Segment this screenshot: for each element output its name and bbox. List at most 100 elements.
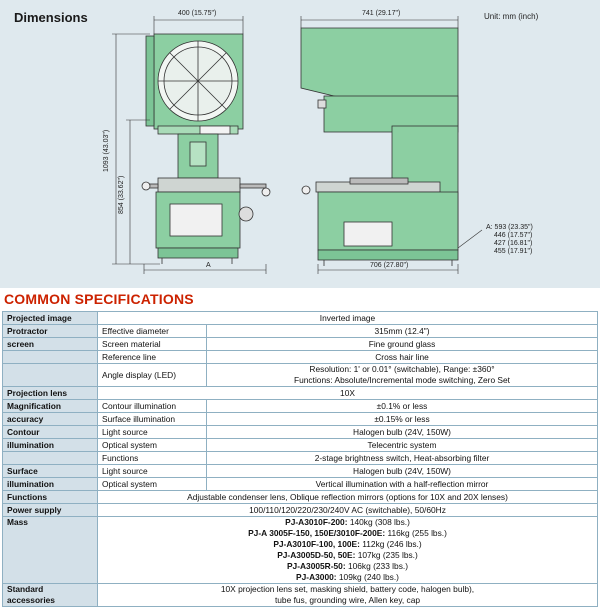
spec-value: Resolution: 1' or 0.01° (switchable), Ra… bbox=[206, 363, 598, 387]
dimension-drawing bbox=[112, 16, 483, 274]
mass-model: PJ-A3000: bbox=[296, 572, 337, 582]
mass-model: PJ-A3010F-100, 100E: bbox=[273, 539, 360, 549]
spec-value-line: Resolution: 1' or 0.01° (switchable), Ra… bbox=[309, 364, 495, 374]
spec-value: Adjustable condenser lens, Oblique refle… bbox=[97, 490, 598, 504]
mass-weight: 116kg (255 lbs.) bbox=[385, 528, 447, 538]
mass-weight: 106kg (233 lbs.) bbox=[345, 561, 409, 571]
spec-value-line: Functions: Absolute/Incremental mode swi… bbox=[294, 375, 510, 385]
spec-value: ±0.1% or less bbox=[206, 399, 598, 413]
mass-line: PJ-A3005R-50: 106kg (233 lbs.) bbox=[102, 561, 593, 572]
spec-category: illumination bbox=[2, 477, 98, 491]
spec-value: Halogen bulb (24V, 150W) bbox=[206, 464, 598, 478]
spec-subcategory: Effective diameter bbox=[97, 324, 207, 338]
front-view-drawing bbox=[141, 33, 271, 264]
a-value-2: 446 (17.57") bbox=[494, 232, 533, 239]
spec-category: illumination bbox=[2, 438, 98, 452]
side-width-label: 741 (29.17") bbox=[362, 10, 401, 17]
mass-model: PJ-A3005D-50, 50E: bbox=[277, 550, 356, 560]
accessories-line: 10X projection lens set, masking shield,… bbox=[220, 584, 475, 594]
spec-category bbox=[2, 350, 98, 364]
spec-value: 10X bbox=[97, 386, 598, 400]
mass-weight: 107kg (235 lbs.) bbox=[355, 550, 418, 560]
spec-subcategory: Contour illumination bbox=[97, 399, 207, 413]
spec-subcategory: Angle display (LED) bbox=[97, 363, 207, 387]
a-value-3: 427 (16.81") bbox=[494, 240, 533, 247]
mass-values: PJ-A3010F-200: 140kg (308 lbs.)PJ-A 3005… bbox=[97, 516, 598, 584]
base-a-label: A bbox=[206, 262, 211, 269]
front-width-label: 400 (15.75") bbox=[178, 10, 217, 17]
spec-category: Functions bbox=[2, 490, 98, 504]
spec-value: 100/110/120/220/230/240V AC (switchable)… bbox=[97, 503, 598, 517]
spec-value: 2-stage brightness switch, Heat-absorbin… bbox=[206, 451, 598, 465]
spec-category: accuracy bbox=[2, 412, 98, 426]
mass-line: PJ-A3005D-50, 50E: 107kg (235 lbs.) bbox=[102, 550, 593, 561]
spec-value: Telecentric system bbox=[206, 438, 598, 452]
spec-category: Contour bbox=[2, 425, 98, 439]
spec-subcategory: Light source bbox=[97, 425, 207, 439]
spec-subcategory: Functions bbox=[97, 451, 207, 465]
spec-category: Surface bbox=[2, 464, 98, 478]
mass-weight: 112kg (246 lbs.) bbox=[359, 539, 422, 549]
spec-category: Magnification bbox=[2, 399, 98, 413]
spec-value: Halogen bulb (24V, 150W) bbox=[206, 425, 598, 439]
spec-category: Power supply bbox=[2, 503, 98, 517]
side-view-drawing bbox=[300, 27, 459, 266]
dimensions-panel: Dimensions Unit: mm (inch) 400 (15.75") … bbox=[0, 0, 600, 288]
spec-subcategory: Optical system bbox=[97, 477, 207, 491]
a-value-1: A: 593 (23.35") bbox=[486, 224, 533, 231]
accessories-line: tube fus, grounding wire, Allen key, cap bbox=[274, 595, 421, 605]
spec-value: Cross hair line bbox=[206, 350, 598, 364]
accessories-row: Standard accessories 10X projection lens … bbox=[2, 583, 598, 607]
total-height-label: 1093 (43.03") bbox=[103, 129, 110, 172]
mass-line: PJ-A 3005F-150, 150E/3010F-200E: 116kg (… bbox=[102, 528, 593, 539]
spec-subcategory: Screen material bbox=[97, 337, 207, 351]
table-height-label: 854 (33.62") bbox=[118, 175, 125, 214]
unit-label: Unit: mm (inch) bbox=[484, 12, 539, 21]
mass-model: PJ-A3005R-50: bbox=[286, 561, 346, 571]
spec-subcategory: Optical system bbox=[97, 438, 207, 452]
specs-title: COMMON SPECIFICATIONS bbox=[4, 291, 194, 307]
spec-subcategory: Light source bbox=[97, 464, 207, 478]
accessories-values: 10X projection lens set, masking shield,… bbox=[97, 583, 598, 607]
spec-category bbox=[2, 451, 98, 465]
spec-category bbox=[2, 363, 98, 387]
spec-subcategory: Reference line bbox=[97, 350, 207, 364]
side-base-label: 706 (27.80") bbox=[370, 262, 409, 269]
spec-category: Standard accessories bbox=[2, 583, 98, 607]
spec-category: Protractor bbox=[2, 324, 98, 338]
mass-line: PJ-A3010F-200: 140kg (308 lbs.) bbox=[102, 517, 593, 528]
spec-category: screen bbox=[2, 337, 98, 351]
spec-value: 315mm (12.4") bbox=[206, 324, 598, 338]
mass-weight: 140kg (308 lbs.) bbox=[347, 517, 410, 527]
mass-model: PJ-A3010F-200: bbox=[285, 517, 348, 527]
spec-subcategory: Surface illumination bbox=[97, 412, 207, 426]
mass-line: PJ-A3010F-100, 100E: 112kg (246 lbs.) bbox=[102, 539, 593, 550]
mass-model: PJ-A 3005F-150, 150E/3010F-200E: bbox=[248, 528, 386, 538]
spec-value: Fine ground glass bbox=[206, 337, 598, 351]
mass-weight: 109kg (240 lbs.) bbox=[336, 572, 399, 582]
spec-category: Projection lens bbox=[2, 386, 98, 400]
mass-line: PJ-A3000: 109kg (240 lbs.) bbox=[102, 572, 593, 583]
spec-value: ±0.15% or less bbox=[206, 412, 598, 426]
spec-category: Mass bbox=[2, 516, 98, 584]
spec-category: Projected image bbox=[2, 311, 98, 325]
spec-value: Vertical illumination with a half-reflec… bbox=[206, 477, 598, 491]
dimensions-title: Dimensions bbox=[14, 10, 88, 25]
spec-row: Angle display (LED) Resolution: 1' or 0.0… bbox=[2, 363, 598, 387]
